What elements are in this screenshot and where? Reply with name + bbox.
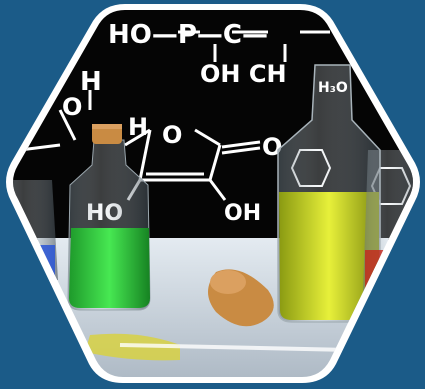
formula-left-h: H	[80, 67, 102, 97]
formula-ring-oh: OH	[224, 201, 261, 226]
formula-ring-h: H	[128, 113, 148, 141]
glass-rod	[119, 343, 351, 352]
formula-top-row: HO—P—C—	[108, 20, 268, 50]
formula-ring-o: O	[162, 121, 182, 149]
green-flask-icon	[67, 124, 151, 311]
flask-label: H₃O	[318, 80, 348, 96]
yellow-flask-icon: H₃O	[277, 64, 381, 323]
formula-second-row: OH CH	[200, 60, 287, 88]
cork-stopper-icon	[208, 269, 274, 327]
formula-left-o: O	[62, 93, 82, 121]
